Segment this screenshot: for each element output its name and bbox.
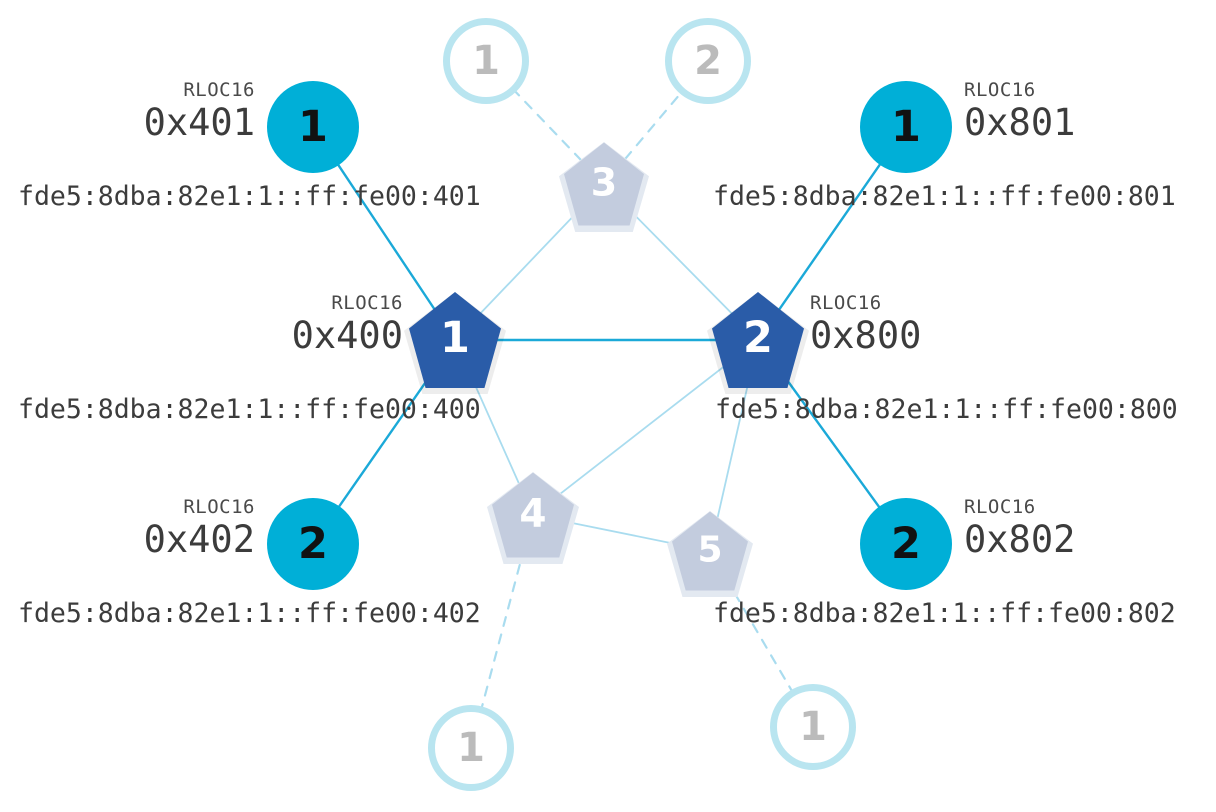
router-2-rloc-caption: RLOC16 xyxy=(810,292,882,314)
end-device-0x401-rloc-caption: RLOC16 xyxy=(183,79,255,101)
end-device-node-1-ghost[interactable]: 1 xyxy=(770,684,856,770)
link-router-1-to-router-3 xyxy=(480,206,583,314)
link-child-0x401-to-router-1 xyxy=(335,160,435,310)
end-device-node-1-ghost[interactable]: 1 xyxy=(428,705,514,791)
node-number: 1 xyxy=(472,38,500,84)
router-1-rloc-value: 0x400 xyxy=(291,314,403,357)
end-device-node-1-0x801[interactable]: 1 xyxy=(860,81,952,173)
end-device-0x802-ipv6: fde5:8dba:82e1:1::ff:fe00:802 xyxy=(713,598,1176,629)
end-device-0x801-ipv6: fde5:8dba:82e1:1::ff:fe00:801 xyxy=(713,181,1176,212)
link-router-2-to-router-5 xyxy=(715,376,751,522)
link-child-0x802-to-router-2 xyxy=(779,369,883,512)
router-1-rloc-caption: RLOC16 xyxy=(331,292,403,314)
router-2-rloc-value: 0x800 xyxy=(810,314,922,357)
end-device-0x402-ipv6: fde5:8dba:82e1:1::ff:fe00:402 xyxy=(18,598,481,629)
node-number: 1 xyxy=(457,725,485,771)
node-number: 5 xyxy=(697,529,723,570)
end-device-0x801-rloc-caption: RLOC16 xyxy=(964,79,1036,101)
end-device-0x802-rloc-caption: RLOC16 xyxy=(964,496,1036,518)
link-router-4-to-router-5 xyxy=(565,520,681,546)
router-2-ipv6: fde5:8dba:82e1:1::ff:fe00:800 xyxy=(715,394,1178,425)
link-router-2-to-router-3 xyxy=(626,206,732,314)
end-device-node-1-0x401[interactable]: 1 xyxy=(267,81,359,173)
link-child-0x801-to-router-2 xyxy=(778,160,884,310)
end-device-0x801-rloc-value: 0x801 xyxy=(964,101,1076,144)
node-number: 3 xyxy=(590,160,618,205)
link-child-0x402-to-router-1 xyxy=(335,370,435,511)
link-router-3-to-child-ghost-top-right xyxy=(624,89,684,161)
end-device-node-1-ghost[interactable]: 1 xyxy=(443,18,529,104)
end-device-0x802-rloc-value: 0x802 xyxy=(964,518,1076,561)
node-number: 1 xyxy=(298,102,328,152)
router-1-ipv6: fde5:8dba:82e1:1::ff:fe00:400 xyxy=(18,394,481,425)
node-number: 2 xyxy=(891,519,921,569)
end-device-0x402-rloc-value: 0x402 xyxy=(143,518,255,561)
link-router-1-to-router-4 xyxy=(469,374,521,486)
end-device-node-2-0x402[interactable]: 2 xyxy=(267,498,359,590)
end-device-0x401-rloc-value: 0x401 xyxy=(143,101,255,144)
node-number: 4 xyxy=(519,491,547,536)
end-device-node-2-0x802[interactable]: 2 xyxy=(860,498,952,590)
node-number: 2 xyxy=(743,313,773,363)
end-device-node-2-ghost[interactable]: 2 xyxy=(665,18,751,104)
node-number: 1 xyxy=(440,313,470,363)
link-router-2-to-router-4 xyxy=(558,362,729,496)
node-number: 1 xyxy=(891,102,921,152)
end-device-0x402-rloc-caption: RLOC16 xyxy=(183,496,255,518)
link-router-3-to-child-ghost-top-left xyxy=(511,88,583,162)
node-number: 1 xyxy=(799,704,827,750)
link-router-4-to-child-ghost-bottom-left xyxy=(479,546,526,712)
node-number: 2 xyxy=(298,519,328,569)
end-device-0x401-ipv6: fde5:8dba:82e1:1::ff:fe00:401 xyxy=(18,181,481,212)
node-number: 2 xyxy=(694,38,722,84)
